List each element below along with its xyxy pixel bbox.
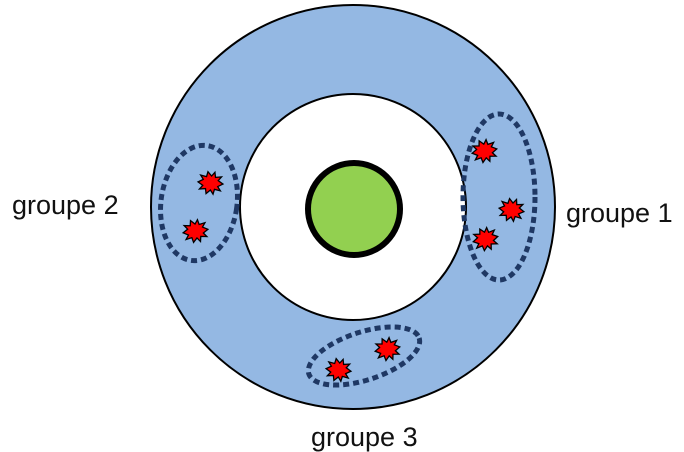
cluster-group-3 bbox=[305, 324, 423, 388]
cluster-group-2 bbox=[158, 142, 240, 264]
cluster-group-1 bbox=[460, 111, 538, 283]
label-group-2: groupe 2 bbox=[12, 190, 119, 220]
label-group-3: groupe 3 bbox=[311, 422, 418, 452]
core-circle bbox=[305, 160, 403, 258]
label-group-1: groupe 1 bbox=[566, 198, 673, 228]
